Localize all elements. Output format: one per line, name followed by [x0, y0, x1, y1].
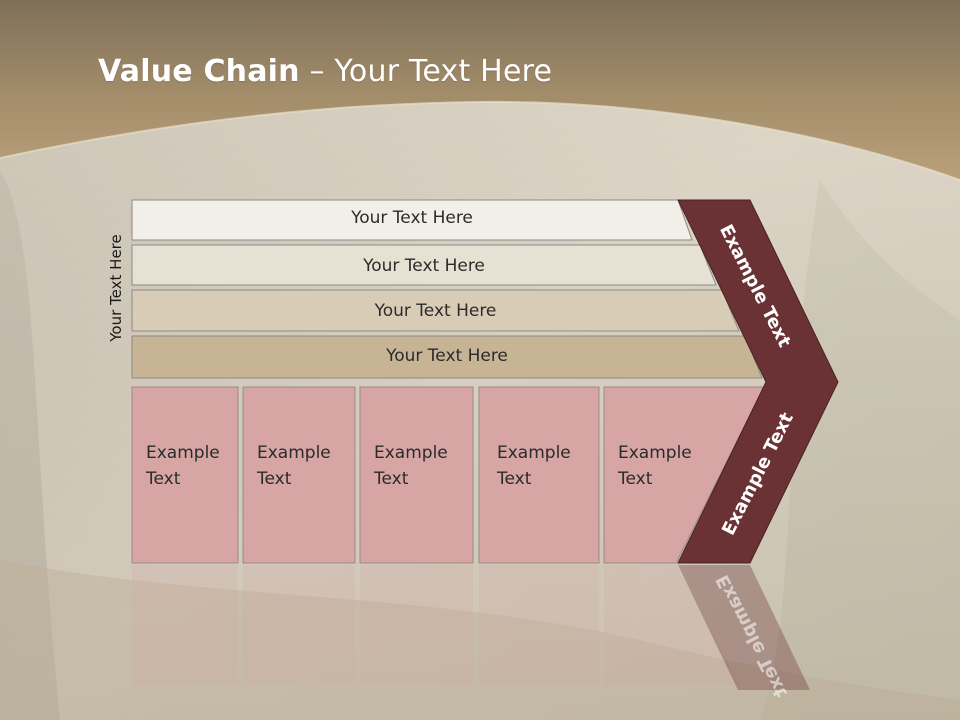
- slide-title: Value Chain – Your Text Here: [98, 54, 552, 89]
- header-band: [0, 0, 960, 180]
- box-3-line1: Example: [374, 443, 448, 463]
- chevron-reflection: [678, 565, 810, 690]
- box-3-line2: Text: [374, 469, 409, 489]
- box-1-line2: Text: [146, 469, 181, 489]
- bar-1: [131, 199, 693, 241]
- bar-4: [131, 335, 763, 379]
- box-2-line1: Example: [257, 443, 331, 463]
- box-5-line1: Example: [618, 443, 692, 463]
- bar-2-label: Your Text Here: [363, 256, 485, 276]
- box-5-line2: Text: [618, 469, 653, 489]
- bar-3: [131, 289, 740, 332]
- chevron-arrow: [677, 199, 839, 564]
- box-4: [478, 386, 600, 564]
- bar-3-label: Your Text Here: [374, 301, 497, 321]
- box-4-line2: Text: [497, 469, 532, 489]
- title-bold: Value Chain: [98, 54, 300, 89]
- box-4-line1: Example: [497, 443, 571, 463]
- box-1-line1: Example: [146, 443, 220, 463]
- box-5: [603, 386, 765, 564]
- box-1: [131, 386, 239, 564]
- box-3: [359, 386, 474, 564]
- box-reflections: [132, 565, 740, 685]
- bar-4-label: Your Text Here: [386, 346, 508, 366]
- bar-2: [131, 244, 717, 286]
- header-curve: [0, 100, 960, 181]
- box-2-line2: Text: [257, 469, 292, 489]
- box-2: [242, 386, 356, 564]
- bar-1-label: Your Text Here: [351, 208, 473, 228]
- title-rest: – Your Text Here: [299, 54, 553, 89]
- side-label: Your Text Here: [107, 234, 125, 342]
